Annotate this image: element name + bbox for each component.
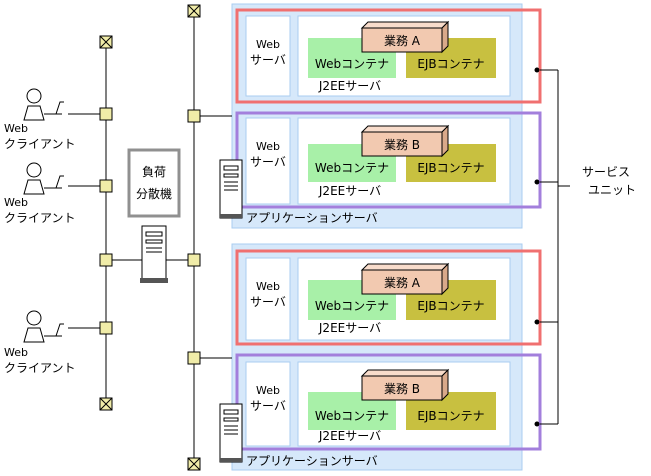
svg-text:業務 A: 業務 A (384, 276, 421, 290)
svg-text:EJBコンテナ: EJBコンテナ (417, 57, 484, 71)
service-unit-bracket (534, 67, 570, 427)
j2ee-server-label: J2EEサーバ (318, 429, 381, 443)
business-block: 業務 B (360, 368, 450, 402)
user-at-computer-icon (23, 162, 64, 195)
svg-text:EJBコンテナ: EJBコンテナ (417, 299, 484, 313)
business-block: 業務 A (360, 262, 450, 296)
j2ee-server-label: J2EEサーバ (318, 184, 381, 198)
load-balancer-box (127, 148, 181, 218)
junction-node (99, 253, 113, 267)
web-server-label: サーバ (250, 399, 286, 413)
terminator-icon (99, 397, 113, 411)
svg-text:Webコンテナ: Webコンテナ (315, 161, 389, 175)
svg-text:EJBコンテナ: EJBコンテナ (417, 161, 484, 175)
service-unit-4: Web サーバ Webコンテナ EJBコンテナ 業務 B J2EEサーバ (235, 353, 542, 451)
business-block: 業務 B (360, 124, 450, 158)
svg-text:業務 A: 業務 A (384, 34, 421, 48)
server-machine-icon (219, 159, 243, 219)
junction-node (187, 253, 201, 267)
svg-text:業務 B: 業務 B (384, 382, 420, 396)
svg-text:Web: Web (4, 346, 28, 359)
unit-border (235, 353, 542, 451)
svg-text:EJBコンテナ: EJBコンテナ (417, 409, 484, 423)
unit-border (235, 8, 542, 104)
service-unit-3: Web サーバ Webコンテナ EJBコンテナ 業務 A J2EEサーバ (235, 249, 542, 346)
terminator-icon (187, 4, 201, 18)
business-block: 業務 A (360, 20, 450, 54)
load-balancer-label: 分散機 (136, 186, 172, 201)
junction-node (99, 107, 113, 121)
terminator-icon (99, 35, 113, 49)
web-client-2: Web クライアント (4, 162, 76, 225)
svg-text:Web: Web (4, 196, 28, 209)
load-balancer-label: 負荷 (142, 165, 166, 179)
junction-node (187, 109, 201, 123)
web-server-label: サーバ (250, 295, 286, 309)
server-machine-icon (219, 403, 243, 463)
app-server-label: アプリケーションサーバ (246, 454, 378, 468)
junction-node (99, 321, 113, 335)
svg-text:クライアント: クライアント (4, 211, 76, 225)
junction-node (187, 351, 201, 365)
web-server-label: サーバ (250, 53, 286, 67)
web-client-3: Web クライアント (4, 310, 76, 375)
svg-text:Webコンテナ: Webコンテナ (315, 409, 389, 423)
unit-border (235, 249, 542, 346)
user-at-computer-icon (23, 310, 64, 343)
web-server-label: Web (256, 384, 280, 397)
service-unit-1: Web サーバ Webコンテナ EJBコンテナ 業務 A J2EEサーバ (235, 8, 542, 104)
load-balancer-machine-icon (140, 225, 168, 283)
web-server-label: Web (256, 38, 280, 51)
svg-text:Web: Web (4, 122, 28, 135)
svg-text:クライアント: クライアント (4, 137, 76, 151)
web-server-label: Web (256, 280, 280, 293)
web-server-label: サーバ (250, 155, 286, 169)
app-server-label: アプリケーションサーバ (246, 211, 378, 225)
svg-text:Webコンテナ: Webコンテナ (315, 299, 389, 313)
web-client-1: Web クライアント (4, 88, 76, 151)
user-at-computer-icon (23, 88, 64, 121)
j2ee-server-label: J2EEサーバ (318, 79, 381, 93)
service-unit-2: Web サーバ Webコンテナ EJBコンテナ 業務 B J2EEサーバ (235, 111, 542, 209)
svg-text:業務 B: 業務 B (384, 138, 420, 152)
terminator-icon (187, 457, 201, 471)
service-unit-label: サービス (582, 165, 630, 179)
junction-node (99, 179, 113, 193)
svg-text:Webコンテナ: Webコンテナ (315, 57, 389, 71)
j2ee-server-label: J2EEサーバ (318, 321, 381, 335)
web-server-label: Web (256, 140, 280, 153)
service-unit-label: ユニット (588, 183, 636, 197)
svg-text:クライアント: クライアント (4, 361, 76, 375)
